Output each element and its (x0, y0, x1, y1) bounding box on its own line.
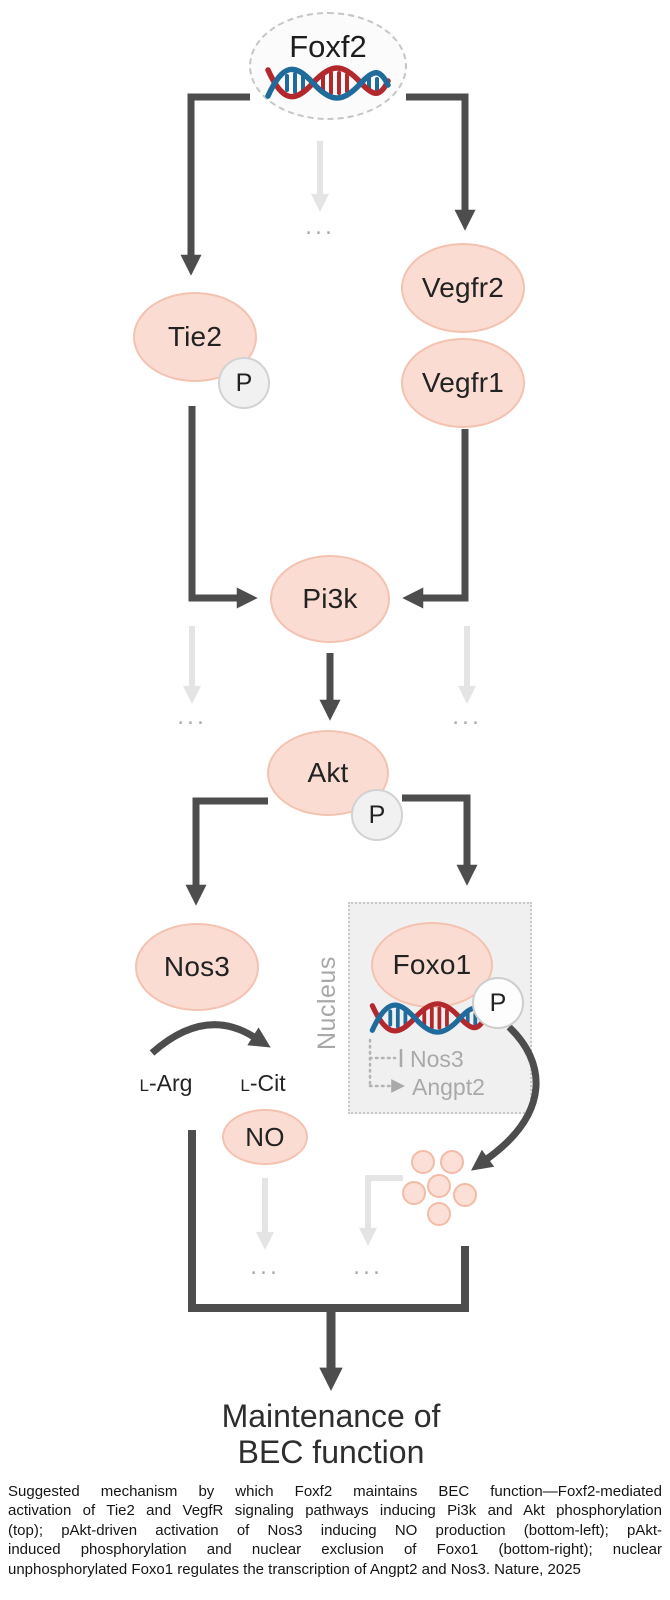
akt-label: Akt (307, 757, 349, 788)
outcome-text: Maintenance of BEC function (221, 1398, 441, 1470)
akt-phospho-badge: P (351, 789, 403, 841)
ellipsis-foxf2-other: ... (305, 212, 335, 240)
ellipsis-cluster-other: ... (353, 1252, 383, 1280)
target-gene-angpt2: Angpt2 (412, 1074, 485, 1100)
secreted-cluster-icon (402, 1150, 477, 1226)
node-nos3: Nos3 (135, 923, 259, 1011)
caption-line: activation of Tie2 and VegfR signaling p… (8, 1502, 662, 1520)
tie2-label: Tie2 (167, 321, 223, 352)
arrow-foxf2-to-vegfr2 (406, 93, 476, 231)
arrow-foxf2-to-tie2 (180, 93, 250, 276)
caption-line: (top); pAkt-driven activation of Nos3 in… (8, 1521, 662, 1539)
ellipsis-left-other: ... (177, 702, 207, 730)
arrow-larg-to-lcit (149, 1021, 271, 1056)
arrow-tie2-to-pi3k (188, 406, 258, 609)
foxo1-phospho-badge: P (472, 977, 524, 1029)
dna-helix-icon (265, 65, 391, 101)
arrow-akt-to-nos3 (185, 797, 268, 906)
caption-line: Suggested mechanism by which Foxf2 maint… (8, 1483, 662, 1500)
foxo1-label: Foxo1 (392, 949, 472, 980)
node-foxo1: Foxo1 (371, 922, 493, 1008)
node-tie2: Tie2 (133, 292, 257, 382)
vegfr1-label: Vegfr1 (421, 367, 505, 398)
node-vegfr2: Vegfr2 (401, 243, 525, 333)
node-vegfr1: Vegfr1 (401, 338, 525, 428)
l-arg-label: L-Arg (139, 1070, 193, 1096)
vegfr2-label: Vegfr2 (421, 272, 505, 303)
arrow-vegfr1-to-pi3k (402, 429, 469, 609)
ellipsis-right-other: ... (452, 702, 482, 730)
ellipsis-no-other: ... (250, 1252, 280, 1280)
arrow-cluster-other (359, 1175, 403, 1246)
pi3k-label: Pi3k (302, 583, 358, 614)
caption-line: unphosphorylated Foxo1 regulates the tra… (8, 1560, 581, 1578)
node-foxf2: Foxf2 (249, 12, 407, 120)
arrow-foxo1-export (471, 1024, 540, 1171)
caption-line: induced phosphorylation and nuclear excl… (8, 1541, 662, 1559)
arrow-akt-to-foxo1 (402, 794, 478, 886)
node-pi3k: Pi3k (270, 555, 390, 643)
tie2-phospho-badge: P (218, 357, 270, 409)
foxf2-label: Foxf2 (289, 29, 367, 64)
l-cit-label: L-Cit (240, 1070, 286, 1096)
no-label: NO (245, 1122, 285, 1152)
node-no: NO (222, 1109, 308, 1165)
figure-caption: Suggested mechanism by which Foxf2 maint… (8, 1482, 662, 1579)
nos3-label: Nos3 (163, 951, 231, 982)
target-gene-nos3: Nos3 (410, 1046, 464, 1072)
